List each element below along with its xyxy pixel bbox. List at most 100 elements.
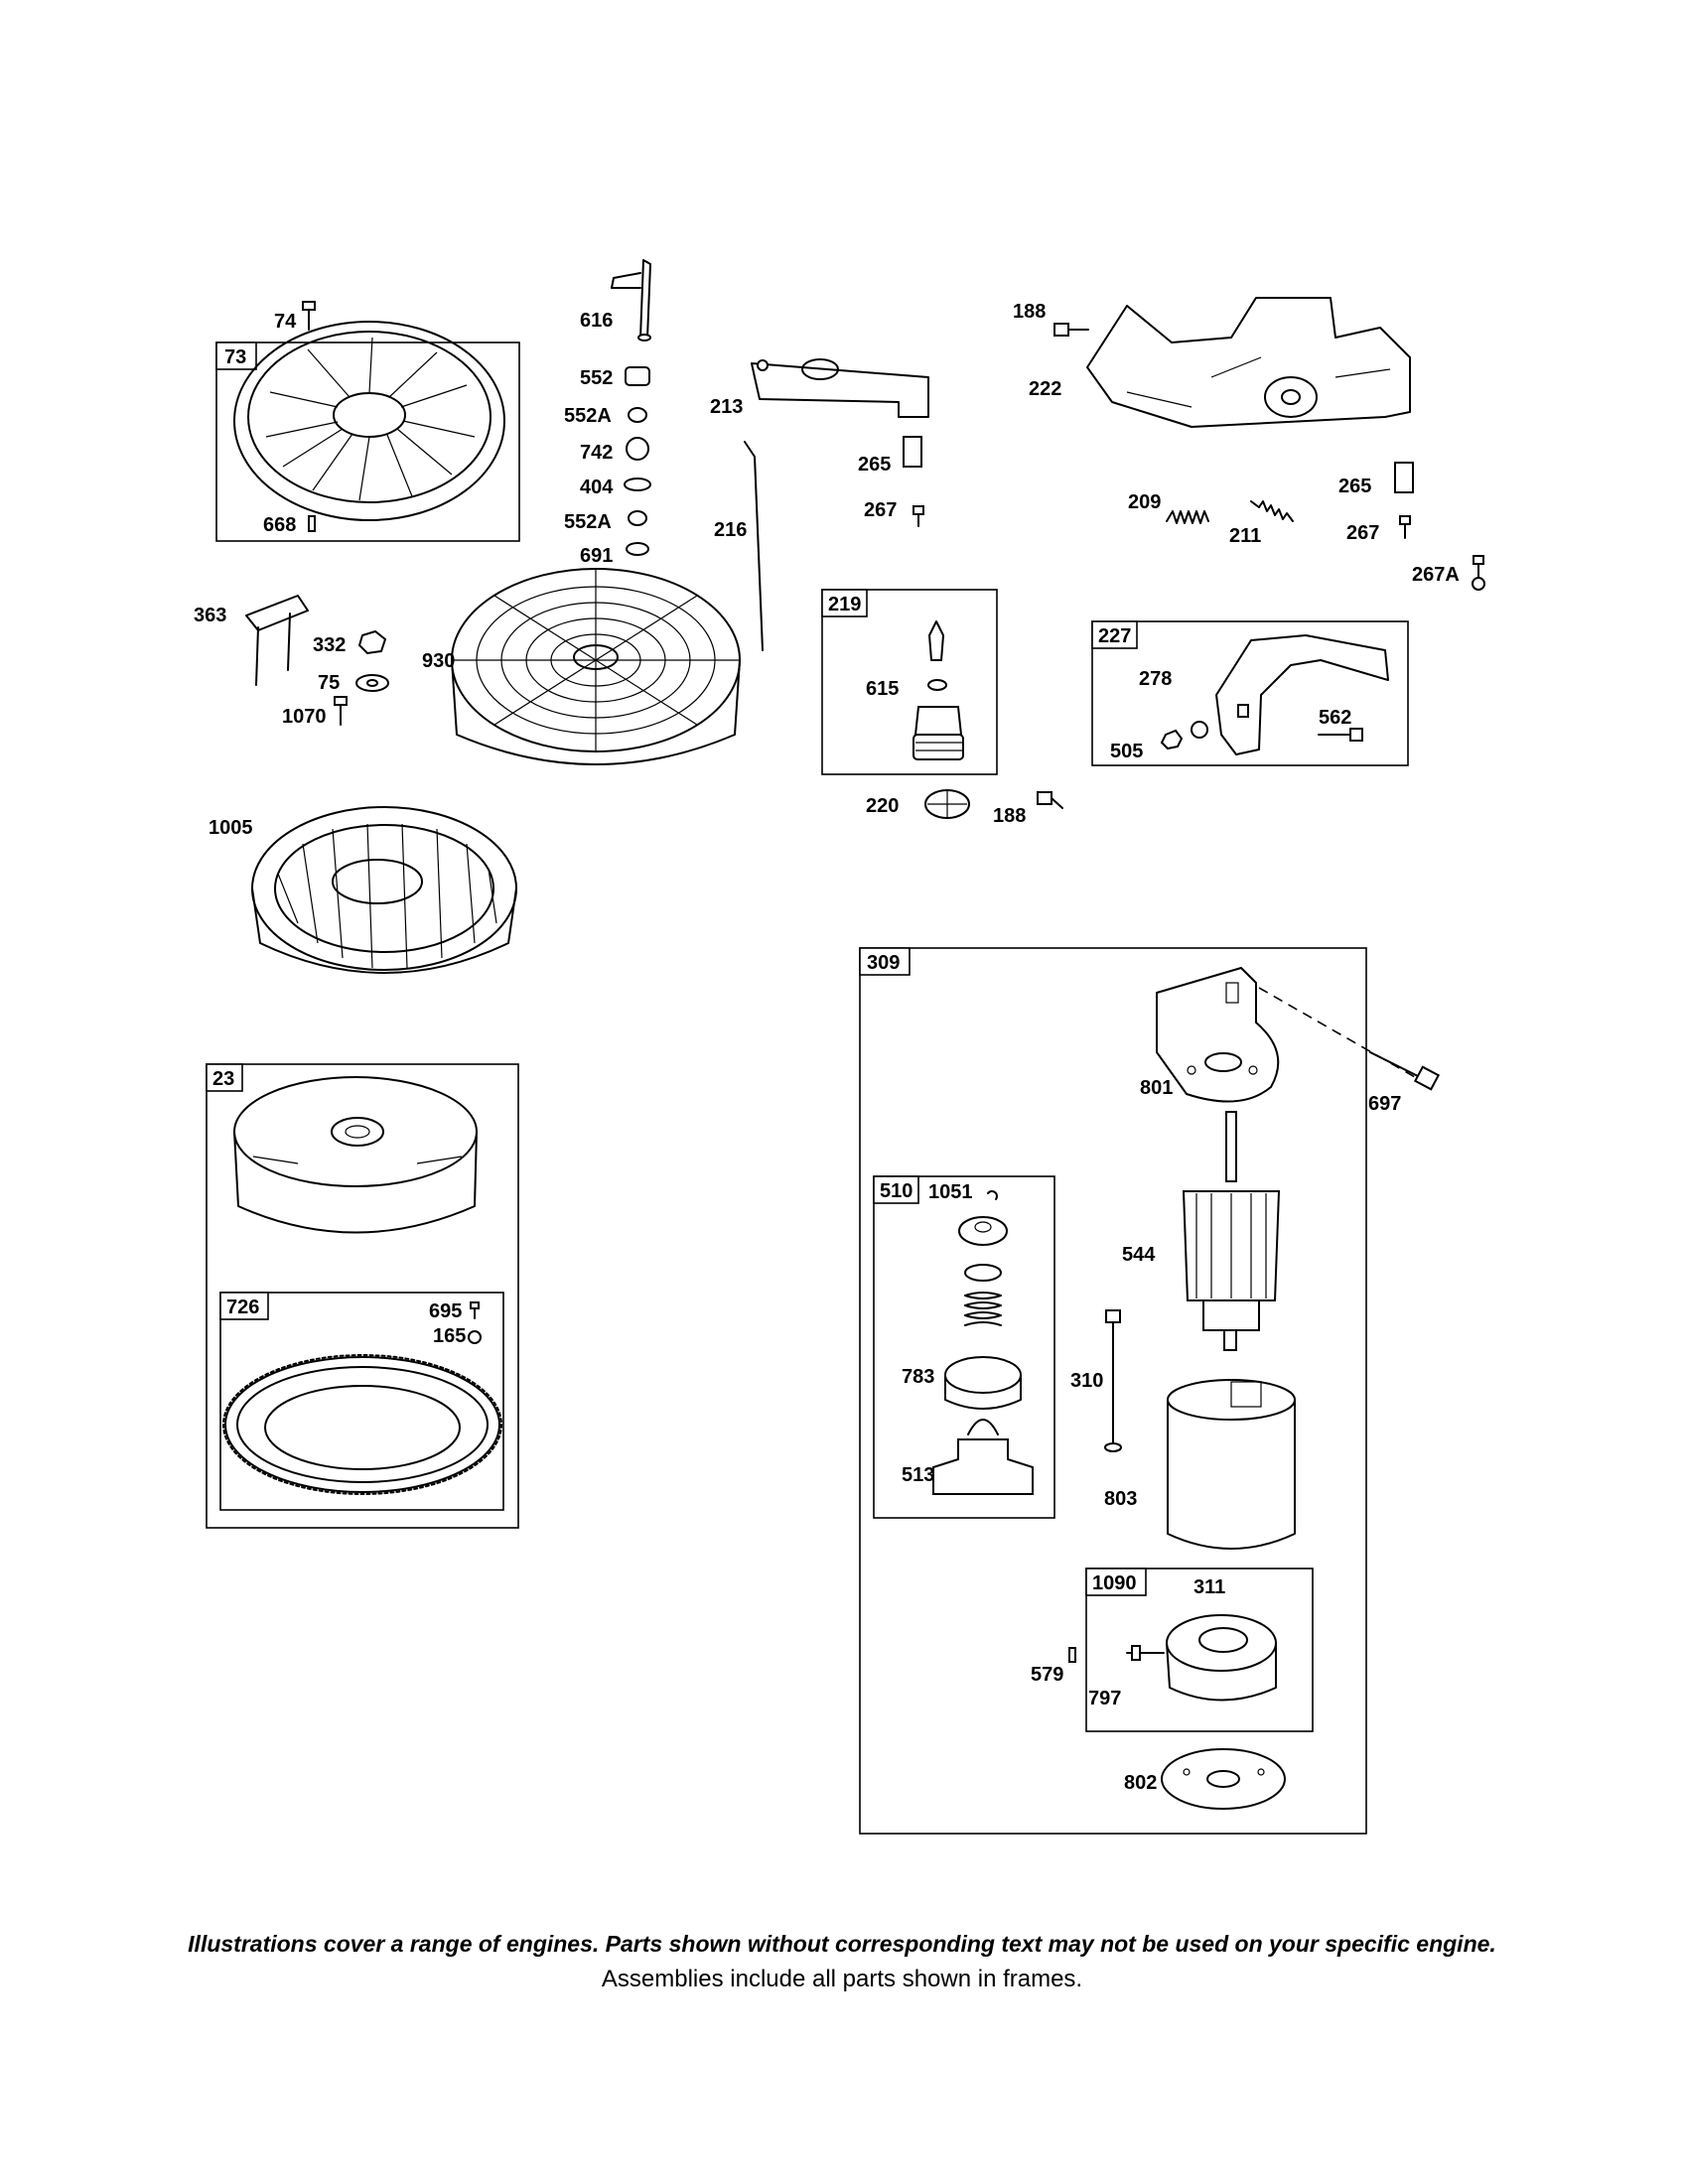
footnote: Illustrations cover a range of engines. … [0,1931,1684,1993]
part-label: 74 [274,311,297,333]
part-label: 265 [858,454,891,476]
part-label: 363 [194,605,226,626]
ring-gear-part [222,1354,502,1495]
screw-267-part [912,505,924,527]
control-bracket-213-part [751,358,929,418]
washer-stack-part [624,366,651,556]
through-bolt-part [1104,1309,1122,1452]
frame-label: 510 [880,1180,912,1202]
part-label: 75 [318,672,340,694]
screw-579-part [1068,1647,1076,1663]
part-label: 801 [1140,1077,1173,1099]
frame-label: 73 [224,346,246,368]
bolt-path-dashed [1258,987,1416,1078]
frame-309: 309 [859,947,1367,1835]
part-label: 165 [433,1325,466,1347]
screw-267A-part [1472,555,1485,591]
end-cap-802-part [1161,1748,1286,1810]
part-label: 310 [1070,1370,1103,1392]
part-label: 544 [1122,1244,1156,1266]
part-label: 562 [1319,707,1351,729]
rotating-screen-part [451,568,741,765]
blower-housing-part [233,321,505,521]
frame-726: 726 [219,1292,504,1511]
washer-278-part [1191,721,1208,739]
part-label: 668 [263,514,296,536]
part-label: 220 [866,795,899,817]
nut-165-part [468,1330,482,1344]
part-labels: 74 616 552 552A 742 404 552A 691 668 213… [194,301,1460,1794]
part-label: 803 [1104,1488,1137,1510]
spring-209-part [1166,510,1209,524]
frame-label: 309 [867,952,900,974]
part-label: 311 [1193,1576,1225,1598]
flywheel-fan-part [251,806,517,974]
bolt-74-part [302,301,316,331]
bolt-697-part [1369,1051,1441,1091]
part-label: 265 [1338,476,1371,497]
frame-510: 510 [873,1175,1055,1519]
clip-265-part [903,436,922,468]
part-label: 783 [902,1366,934,1388]
governor-gear-part [912,620,964,760]
nut-505-part [1160,729,1184,751]
part-label: 552A [564,511,612,533]
drive-kit-part [932,1190,1034,1495]
frame-1090: 1090 [1085,1568,1314,1732]
bolt-1070-part [334,696,348,726]
part-label: 579 [1031,1664,1063,1686]
part-label: 222 [1029,378,1061,400]
part-label: 188 [993,805,1026,827]
footnote-disclaimer: Illustrations cover a range of engines. … [188,1931,1496,1957]
link-rod-216-part [744,441,764,651]
nut-332-part [357,629,387,655]
washer-220-part [924,789,970,819]
part-label: 505 [1110,741,1143,762]
part-label: 695 [429,1300,462,1322]
pin-668-part [308,515,316,532]
clip-265b-part [1394,462,1414,493]
bolt-188-part [1053,323,1089,337]
part-label: 930 [422,650,455,672]
frame-219: 219 [821,589,998,775]
part-label: 797 [1088,1688,1121,1709]
part-label: 188 [1013,301,1046,323]
frame-23: 23 [206,1063,519,1529]
frame-label: 726 [226,1297,259,1318]
frame-label: 227 [1098,625,1131,647]
screw-267b-part [1399,515,1411,539]
part-label: 552 [580,367,613,389]
part-label: 1070 [282,706,327,728]
part-label: 332 [313,634,346,656]
part-label: 742 [580,442,613,464]
frame-label: 1090 [1092,1572,1137,1594]
footnote-assemblies: Assemblies include all parts shown in fr… [601,1966,1083,1992]
washer-75-part [355,674,389,692]
part-label: 697 [1368,1093,1401,1115]
frame-label: 219 [828,594,861,615]
part-label: 513 [902,1464,934,1486]
part-label: 267 [864,499,897,521]
part-label: 1051 [928,1181,973,1203]
frame-label: 23 [212,1068,234,1090]
bolt-188b-part [1037,791,1063,809]
part-label: 209 [1128,491,1161,513]
part-label: 211 [1229,525,1261,547]
part-label: 267A [1412,564,1460,586]
part-label: 216 [714,519,747,541]
part-label: 1005 [209,817,253,839]
frame-227: 227 [1091,620,1409,766]
part-label: 404 [580,477,614,498]
screw-562-part [1318,728,1363,742]
part-label: 616 [580,310,613,332]
screw-695-part [470,1301,480,1319]
spring-211-part [1250,500,1294,522]
part-label: 278 [1139,668,1172,690]
part-label: 213 [710,396,743,418]
flywheel-23-part [233,1076,478,1234]
frame-73: 73 [215,341,520,542]
bracket-227-part [1215,634,1389,755]
mounting-bracket-801-part [1156,967,1280,1103]
part-label: 802 [1124,1772,1157,1794]
